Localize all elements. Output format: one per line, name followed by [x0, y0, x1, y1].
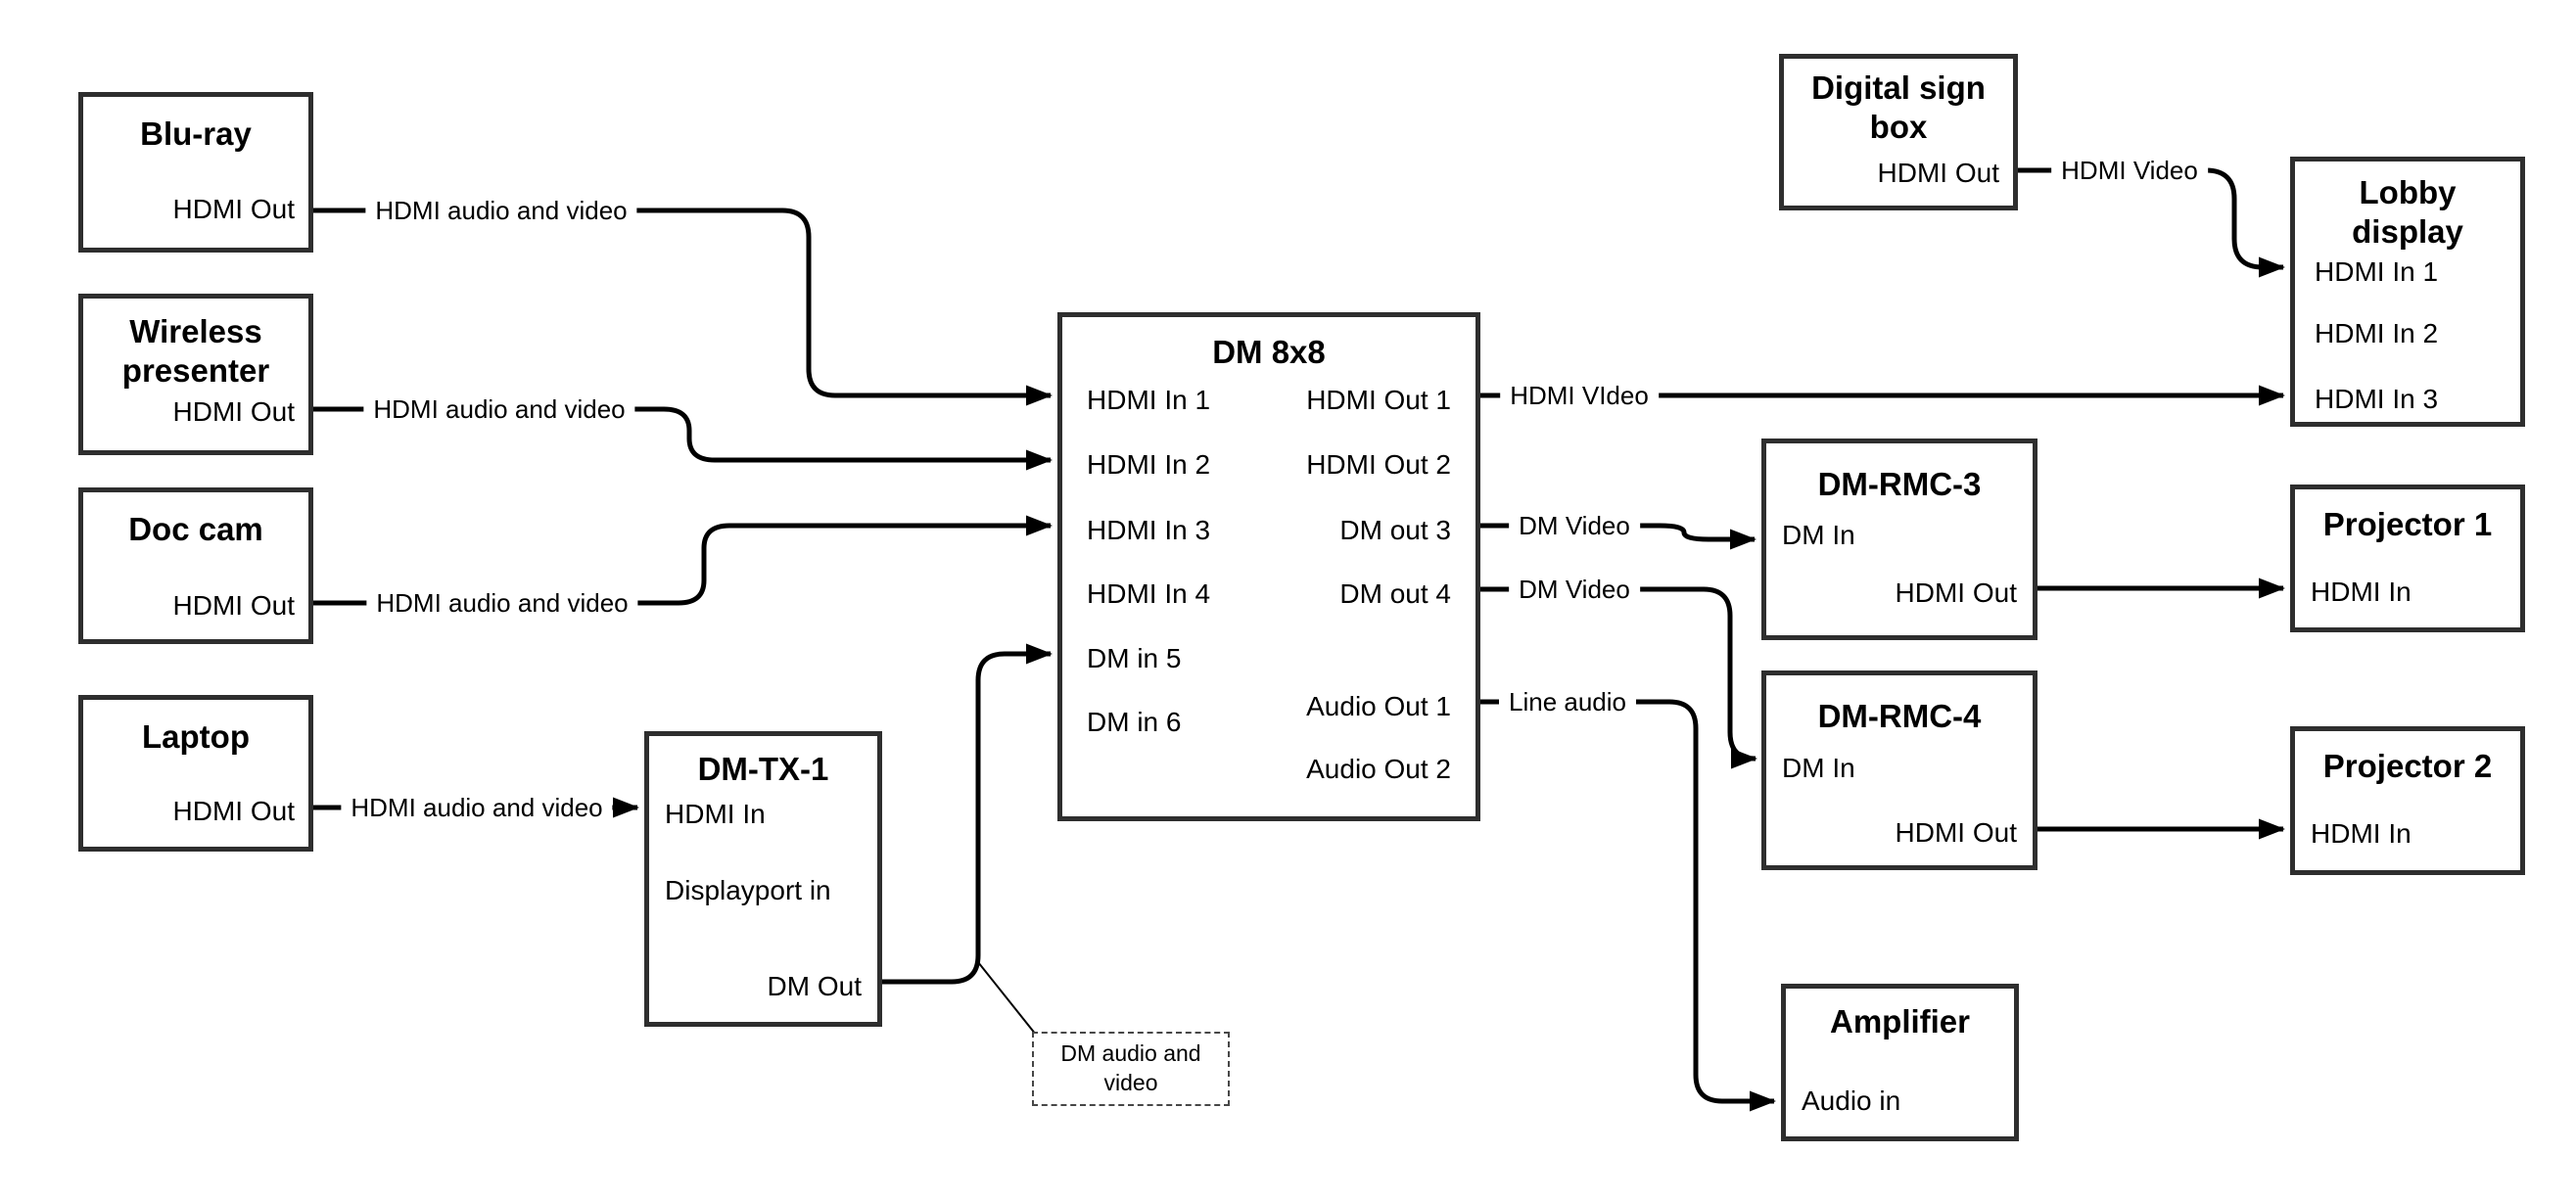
port-bluray-hdmi-out: HDMI Out	[172, 194, 295, 224]
node-lobby-display: Lobby display HDMI In 1 HDMI In 2 HDMI I…	[2290, 157, 2525, 427]
node-blu-ray: Blu-ray HDMI Out	[78, 92, 313, 253]
port-dm8x8-audio-out-1: Audio Out 1	[1306, 691, 1451, 721]
port-amplifier-audio-in: Audio in	[1802, 1086, 1901, 1116]
port-dmrmc3-dm-in: DM In	[1782, 520, 1855, 550]
port-dm8x8-dm-out-4: DM out 4	[1339, 578, 1451, 609]
port-lobby-hdmi-in-1: HDMI In 1	[2315, 256, 2439, 287]
edge-label-wireless: HDMI audio and video	[363, 393, 635, 425]
node-title: DM 8x8	[1212, 334, 1326, 370]
node-title: Wireless presenter	[121, 313, 270, 390]
port-lobby-hdmi-in-3: HDMI In 3	[2315, 384, 2439, 414]
edge-doccam-dm8x8	[313, 515, 1053, 606]
port-laptop-hdmi-out: HDMI Out	[172, 796, 295, 826]
node-title: Digital sign box	[1811, 69, 1986, 146]
port-dm8x8-audio-out-2: Audio Out 2	[1306, 754, 1451, 784]
port-dm8x8-hdmi-in-2: HDMI In 2	[1087, 449, 1211, 480]
node-laptop: Laptop HDMI Out	[78, 695, 313, 852]
node-title: Projector 2	[2322, 748, 2493, 784]
port-doccam-hdmi-out: HDMI Out	[172, 590, 295, 621]
edge-label-line-audio: Line audio	[1499, 686, 1636, 717]
port-digitalsign-hdmi-out: HDMI Out	[1877, 158, 1999, 188]
node-title: DM-RMC-4	[1817, 698, 1982, 734]
port-projector1-hdmi-in: HDMI In	[2311, 577, 2412, 607]
edge-wireless-dm8x8	[313, 406, 1053, 471]
port-projector2-hdmi-in: HDMI In	[2311, 818, 2412, 849]
edge-label-digitalsign: HDMI Video	[2051, 155, 2208, 186]
edge-label-dm-video-out4: DM Video	[1509, 574, 1640, 605]
edge-dm8x8-dmrmc3	[1480, 523, 1756, 550]
node-title: Laptop	[142, 718, 250, 755]
port-dm8x8-dm-in-5: DM in 5	[1087, 643, 1182, 673]
edge-digitalsign-lobby	[2018, 167, 2285, 278]
port-dm8x8-hdmi-out-2: HDMI Out 2	[1306, 449, 1451, 480]
node-title: Amplifier	[1829, 1003, 1971, 1039]
edge-label-laptop: HDMI audio and video	[341, 792, 613, 823]
port-dmrmc4-dm-in: DM In	[1782, 753, 1855, 783]
port-dm8x8-dm-out-3: DM out 3	[1339, 515, 1451, 545]
port-dmrmc3-hdmi-out: HDMI Out	[1895, 577, 2017, 608]
node-dm-rmc-3: DM-RMC-3 DM In HDMI Out	[1761, 439, 2037, 640]
node-title: Lobby display	[2352, 174, 2463, 251]
callout-note: DM audio and video	[1032, 1032, 1230, 1106]
edge-label-hdmi-video-out1: HDMI VIdeo	[1500, 380, 1659, 411]
node-dm-rmc-4: DM-RMC-4 DM In HDMI Out	[1761, 670, 2037, 870]
edge-bluray-dm8x8	[313, 208, 1053, 406]
port-lobby-hdmi-in-2: HDMI In 2	[2315, 318, 2439, 348]
node-title: DM-TX-1	[697, 751, 829, 787]
edge-dmtx1-dm8x8	[882, 643, 1053, 985]
edge-dm8x8-amplifier	[1480, 699, 1776, 1112]
port-dmrmc4-hdmi-out: HDMI Out	[1895, 817, 2017, 848]
port-dm8x8-dm-in-6: DM in 6	[1087, 707, 1182, 737]
edge-label-bluray: HDMI audio and video	[365, 195, 637, 226]
port-dm8x8-hdmi-in-4: HDMI In 4	[1087, 578, 1211, 609]
port-wireless-hdmi-out: HDMI Out	[172, 396, 295, 427]
node-title: Projector 1	[2322, 506, 2493, 542]
node-doc-cam: Doc cam HDMI Out	[78, 487, 313, 644]
port-dmtx1-displayport-in: Displayport in	[665, 875, 831, 905]
note-callout-line	[977, 961, 1037, 1036]
node-projector-1: Projector 1 HDMI In	[2290, 485, 2525, 632]
node-title: Blu-ray	[140, 115, 252, 152]
edge-label-doccam: HDMI audio and video	[366, 587, 638, 619]
port-dm8x8-hdmi-in-3: HDMI In 3	[1087, 515, 1211, 545]
node-title: DM-RMC-3	[1817, 466, 1982, 502]
port-dmtx1-hdmi-in: HDMI In	[665, 799, 766, 829]
node-title: Doc cam	[128, 511, 263, 547]
node-wireless-presenter: Wireless presenter HDMI Out	[78, 294, 313, 455]
node-amplifier: Amplifier Audio in	[1781, 984, 2019, 1141]
node-dm-tx-1: DM-TX-1 HDMI In Displayport in DM Out	[644, 731, 882, 1027]
node-projector-2: Projector 2 HDMI In	[2290, 726, 2525, 875]
edge-dm8x8-dmrmc4	[1480, 586, 1757, 769]
node-digital-sign-box: Digital sign box HDMI Out	[1779, 54, 2018, 210]
node-dm-8x8: DM 8x8 HDMI In 1 HDMI In 2 HDMI In 3 HDM…	[1057, 312, 1480, 821]
edge-label-dm-video-out3: DM Video	[1509, 510, 1640, 541]
port-dmtx1-dm-out: DM Out	[767, 971, 862, 1001]
port-dm8x8-hdmi-out-1: HDMI Out 1	[1306, 385, 1451, 415]
callout-note-text: DM audio and video	[1060, 1040, 1201, 1095]
port-dm8x8-hdmi-in-1: HDMI In 1	[1087, 385, 1211, 415]
